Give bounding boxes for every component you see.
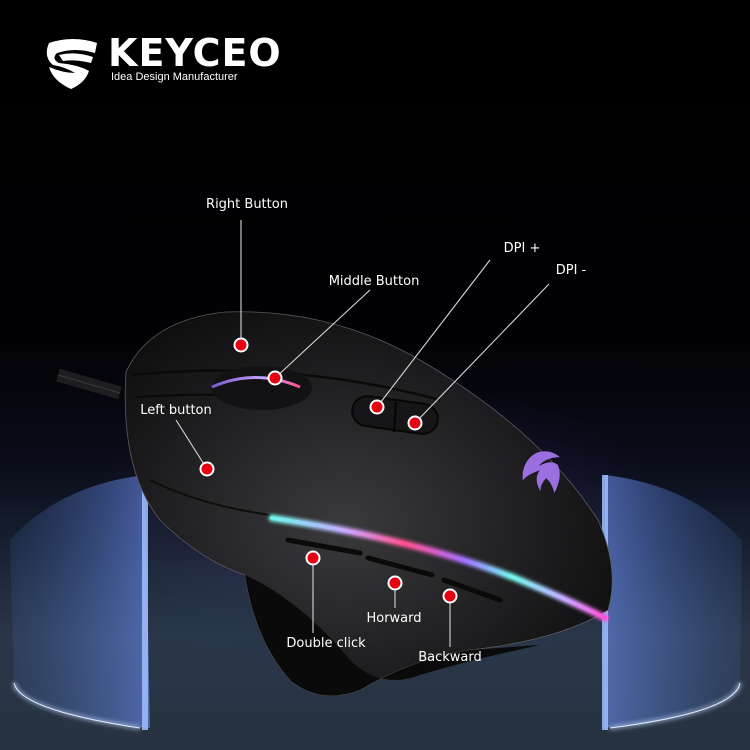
label-backward: Backward [418, 650, 482, 665]
label-dpi-minus: DPI - [555, 263, 587, 278]
scroll-wheel-rgb [211, 376, 301, 389]
label-double-click: Double click [286, 636, 366, 651]
right-glow-panel [605, 475, 742, 728]
brand-logo: KEYCEO Idea Design Manufacturer [45, 31, 281, 93]
dot-right-button [233, 337, 249, 353]
brand-name: KEYCEO [108, 31, 282, 75]
dot-double-click [305, 550, 321, 566]
label-middle-button: Middle Button [328, 274, 420, 289]
line-dpi-minus [414, 283, 550, 424]
dot-backward [442, 588, 458, 604]
line-left-button [175, 419, 208, 470]
mouse-brand-logo [522, 451, 560, 493]
line-dpi-plus [376, 259, 491, 408]
label-left-button: Left button [140, 403, 212, 418]
label-forward: Horward [366, 611, 422, 626]
dot-forward [387, 575, 403, 591]
keyceo-shield-icon [46, 39, 97, 89]
dot-dpi-plus [369, 399, 385, 415]
left-glow-panel [10, 475, 150, 728]
label-dpi-plus: DPI + [503, 241, 541, 256]
brand-tagline: Idea Design Manufacturer [111, 71, 238, 83]
dot-left-button [199, 461, 215, 477]
dot-dpi-minus [407, 415, 423, 431]
line-middle-button [274, 289, 371, 379]
rgb-light-strip [270, 516, 607, 620]
dot-middle-button [267, 370, 283, 386]
label-right-button: Right Button [206, 197, 288, 212]
